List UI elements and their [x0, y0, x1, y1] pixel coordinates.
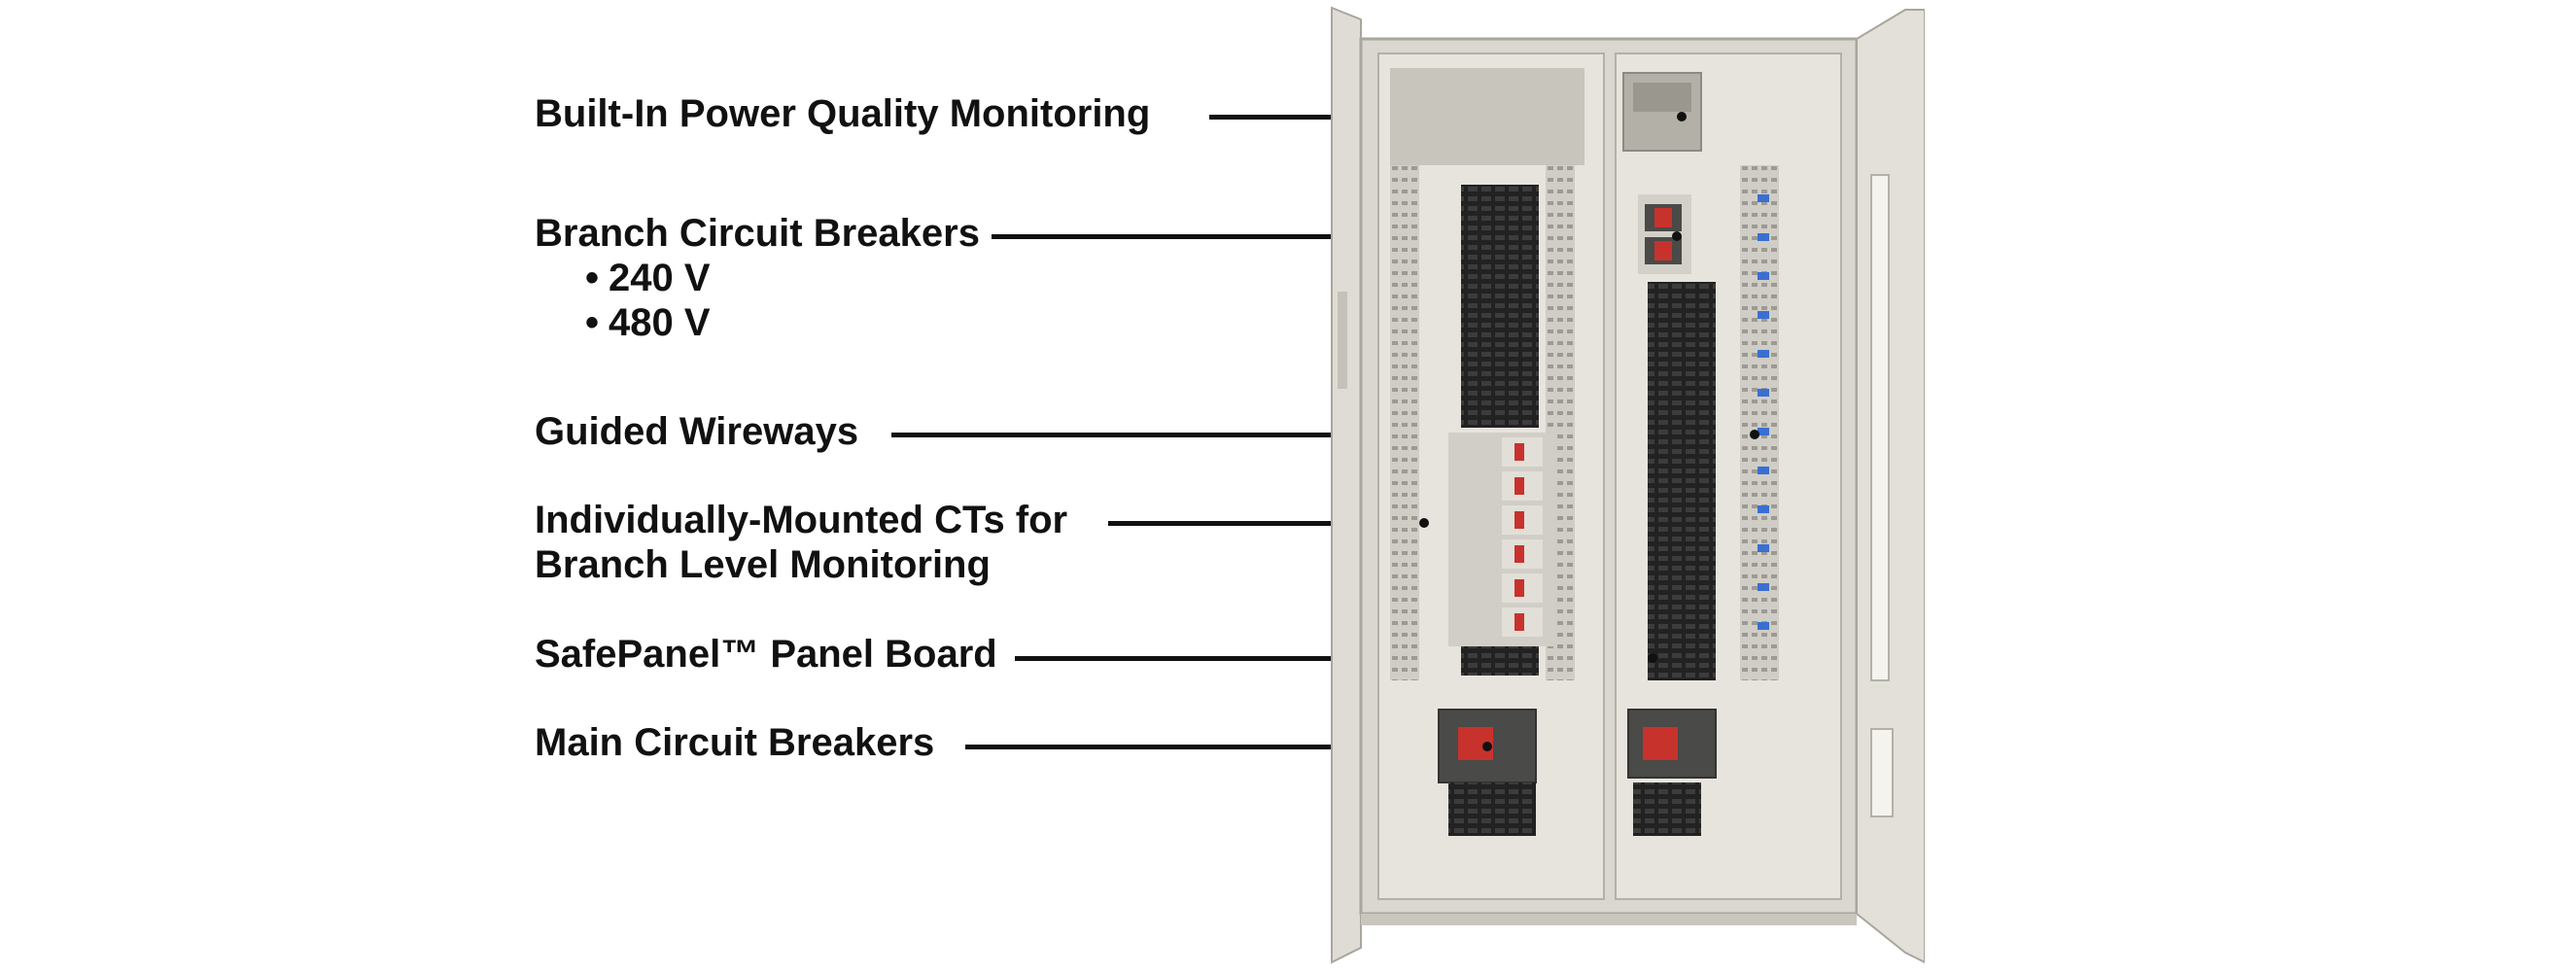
callout-wireways: Guided Wireways	[535, 409, 858, 454]
callout-branch-breakers-line-1: Branch Circuit Breakers	[535, 212, 980, 255]
leader-endpoint-power-quality	[1677, 112, 1687, 122]
callout-cts: Individually-Mounted CTs for Branch Leve…	[535, 498, 1067, 587]
callout-power-quality: Built-In Power Quality Monitoring	[535, 91, 1150, 136]
right-cabinet-door	[1856, 9, 1925, 964]
leader-line-cts	[1108, 521, 1424, 526]
callout-wireways-line-1: Guided Wireways	[535, 410, 859, 453]
leader-endpoint-main-breakers	[1482, 742, 1492, 751]
leader-endpoint-panel-board	[1648, 653, 1657, 663]
electrical-cabinet-illustration	[1331, 6, 1925, 964]
callout-main-breakers: Main Circuit Breakers	[535, 720, 934, 765]
callout-branch-breakers-bullet-480v: 480 V	[535, 300, 980, 345]
guided-wireway-clips	[1758, 194, 1769, 630]
leader-endpoint-wireways	[1750, 430, 1759, 439]
leader-endpoint-cts	[1419, 518, 1429, 528]
left-bay	[1377, 52, 1605, 900]
callout-cts-line-1: Individually-Mounted CTs for	[535, 499, 1068, 541]
left-bay-breakers	[1448, 433, 1555, 646]
left-cabinet-door	[1331, 6, 1362, 964]
callout-cts-line-2: Branch Level Monitoring	[535, 543, 991, 586]
leader-endpoint-branch-breakers	[1672, 231, 1682, 241]
callout-branch-breakers-bullet-240v: 240 V	[535, 256, 980, 300]
callout-power-quality-line-1: Built-In Power Quality Monitoring	[535, 92, 1151, 135]
leader-line-main-breakers	[965, 745, 1487, 749]
callout-panel-board: SafePanel™ Panel Board	[535, 632, 997, 677]
callout-panel-board-line-1: SafePanel™ Panel Board	[535, 633, 997, 676]
callout-main-breakers-line-1: Main Circuit Breakers	[535, 721, 935, 764]
leader-line-wireways	[891, 433, 1755, 437]
callout-branch-breakers: Branch Circuit Breakers 240 V 480 V	[535, 211, 980, 345]
right-bay	[1615, 52, 1842, 900]
right-bay-breakers	[1638, 194, 1691, 274]
